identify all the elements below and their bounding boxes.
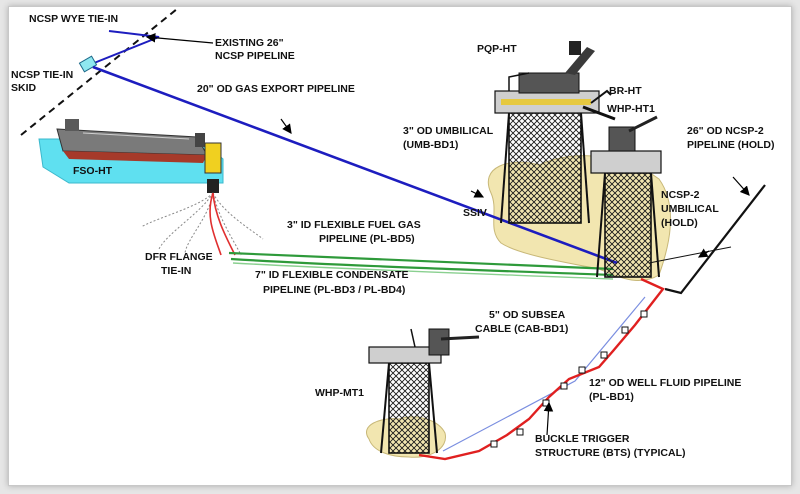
label-gas-export-pipeline: 20" OD GAS EXPORT PIPELINE	[197, 83, 355, 95]
label-subsea-cable-line2: CABLE (CAB-BD1)	[475, 323, 569, 335]
br-ht-bridge	[582, 89, 616, 121]
tiein-skid	[78, 55, 98, 73]
well-fluid-pipeline	[418, 277, 665, 461]
label-umbilical-3-line2: (UMB-BD1)	[403, 139, 459, 151]
label-br-ht: BR-HT	[609, 85, 642, 97]
label-ncsp2-umbilical-line1: NCSP-2	[661, 189, 700, 201]
existing-26-ncsp-pipeline	[20, 8, 178, 136]
gas-export-pipeline	[92, 65, 618, 265]
label-dfr-flange-line1: DFR FLANGE	[145, 251, 213, 263]
label-bts-line1: BUCKLE TRIGGER	[535, 433, 630, 445]
whp-mt1-platform	[368, 328, 480, 454]
pqp-ht-platform	[494, 41, 600, 224]
turret-buoy	[204, 142, 222, 193]
label-fuel-gas-line2: PIPELINE (PL-BD5)	[319, 233, 415, 245]
wye-tiein-spool	[88, 30, 160, 66]
fso-vessel	[56, 119, 208, 163]
label-umbilical-3-line1: 3" OD UMBILICAL	[403, 125, 494, 137]
label-condensate-line1: 7" ID FLEXIBLE CONDENSATE	[255, 269, 409, 281]
label-ncsp2-umbilical-line3: (HOLD)	[661, 217, 698, 229]
whp-ht1-platform	[590, 115, 662, 278]
label-existing-26-line1: EXISTING 26"	[215, 37, 284, 49]
pipeline-layout-diagram: NCSP WYE TIE-IN EXISTING 26" NCSP PIPELI…	[8, 6, 792, 486]
label-condensate-line2: PIPELINE (PL-BD3 / PL-BD4)	[263, 284, 406, 296]
label-pqp-ht: PQP-HT	[477, 43, 517, 55]
diagram-graphics	[20, 8, 766, 461]
ncsp2-pipeline-hold	[664, 184, 766, 295]
label-ncsp-wye-tiein: NCSP WYE TIE-IN	[29, 13, 119, 25]
label-subsea-cable-line1: 5" OD SUBSEA	[489, 309, 566, 321]
label-ncsp-tiein-skid-line1: NCSP TIE-IN	[11, 69, 74, 81]
label-ncsp2-pipeline-line1: 26" OD NCSP-2	[687, 125, 764, 137]
label-existing-26-line2: NCSP PIPELINE	[215, 50, 295, 62]
subsea-cable	[442, 296, 646, 452]
label-fuel-gas-line1: 3" ID FLEXIBLE FUEL GAS	[287, 219, 421, 231]
label-well-fluid-line1: 12" OD WELL FLUID PIPELINE	[589, 377, 742, 389]
label-ncsp2-umbilical-line2: UMBILICAL	[661, 203, 719, 215]
label-ncsp-tiein-skid-line2: SKID	[11, 82, 37, 94]
label-whp-mt1: WHP-MT1	[315, 387, 364, 399]
label-well-fluid-line2: (PL-BD1)	[589, 391, 634, 403]
flexible-pipelines	[228, 251, 614, 280]
label-whp-ht1: WHP-HT1	[607, 103, 655, 115]
ncsp2-umbilical-line	[648, 246, 732, 264]
label-ssiv: SSIV	[463, 207, 487, 219]
label-fso-ht: FSO-HT	[73, 165, 113, 177]
label-dfr-flange-line2: TIE-IN	[161, 265, 192, 277]
leader-lines	[145, 32, 750, 436]
label-bts-line2: STRUCTURE (BTS) (TYPICAL)	[535, 447, 686, 459]
riser-fan	[140, 192, 264, 256]
label-ncsp2-pipeline-line2: PIPELINE (HOLD)	[687, 139, 775, 151]
